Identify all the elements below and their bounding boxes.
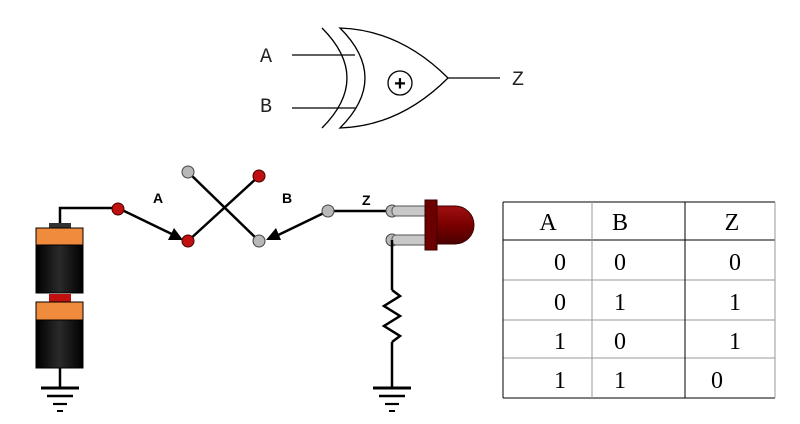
- switch-a-pivot-contact: [111, 202, 125, 216]
- resistor: [381, 289, 403, 343]
- table-cell: 0: [729, 250, 741, 276]
- top-right-contact: [252, 169, 266, 183]
- table-header-z: Z: [725, 210, 740, 236]
- bottom-left-contact: [181, 234, 195, 248]
- switch-b-lever: [271, 209, 329, 240]
- battery-top: [35, 223, 84, 294]
- cross-wire-2: [187, 175, 260, 242]
- circuit: A B Z: [35, 165, 475, 412]
- gate-plus-symbol: +: [394, 73, 406, 95]
- gate-label-b: B: [260, 96, 272, 119]
- switch-b-pivot-contact: [321, 204, 335, 218]
- truth-table: A B Z 0 0 0 0 1 1 1 0 1 1 1 0: [502, 201, 776, 399]
- table-cell: 0: [614, 329, 626, 355]
- table-cell: 0: [711, 368, 723, 394]
- switch-a-arrowhead: [168, 228, 183, 240]
- table-cell: 1: [729, 290, 741, 316]
- switch-a-lever: [117, 206, 181, 240]
- table-cell: 1: [554, 329, 566, 355]
- battery-bottom: [35, 294, 84, 369]
- wire-battery-to-switch-a: [58, 206, 118, 225]
- ground-icon-left: [41, 386, 79, 412]
- table-cell: 1: [614, 368, 626, 394]
- switch-a-label: A: [153, 190, 163, 206]
- led-base: [424, 199, 438, 251]
- table-header-b: B: [612, 210, 628, 236]
- table-cell: 1: [554, 368, 566, 394]
- switch-b-label: B: [282, 190, 292, 206]
- table-cell: 1: [614, 290, 626, 316]
- output-z-label: Z: [362, 192, 371, 208]
- table-cell: 1: [729, 329, 741, 355]
- led-dome: [436, 205, 475, 245]
- table-header-a: A: [539, 210, 557, 236]
- cross-wire-1: [187, 171, 260, 242]
- table-cell: 0: [554, 290, 566, 316]
- switch-b-arrowhead: [266, 228, 281, 240]
- gate-plus-circle: [387, 70, 413, 96]
- bottom-right-contact: [252, 234, 266, 248]
- xor-gate-symbol: + A B Z: [260, 27, 524, 129]
- led: [385, 199, 475, 251]
- top-left-contact: [181, 165, 195, 179]
- gate-label-a: A: [260, 46, 272, 69]
- gate-xor-arc: [321, 27, 348, 129]
- table-cell: 0: [614, 250, 626, 276]
- gate-label-z: Z: [512, 69, 524, 92]
- ground-icon-right: [373, 386, 411, 412]
- table-cell: 0: [554, 250, 566, 276]
